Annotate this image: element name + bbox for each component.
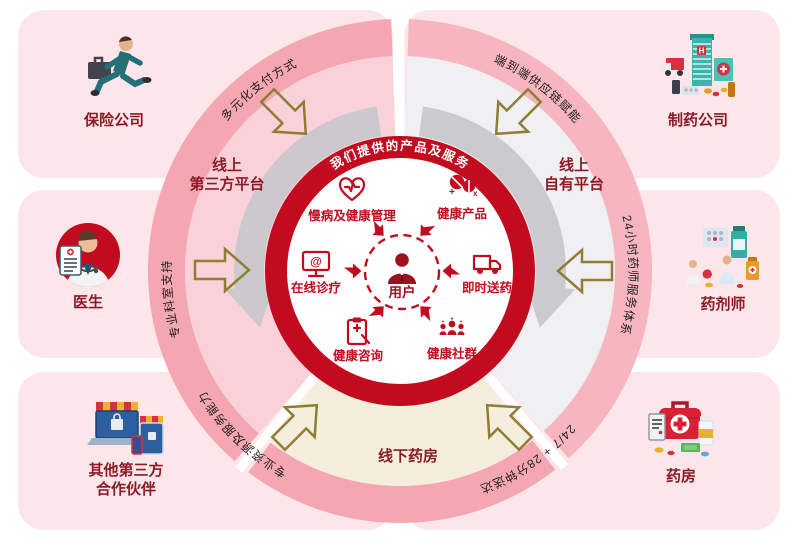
dashed-circle [363,233,441,311]
entity-doctor: 医生 [22,218,154,313]
partners-label-line1: 其他第三方 [88,462,164,479]
pharma-company-label: 制药公司 [667,112,728,129]
entity-partners: 其他第三方 合作伙伴 [60,394,192,500]
grey-flow-arrow-left [225,106,382,328]
pharmacist-label: 药剂师 [700,296,746,313]
segment-left-line1: 线上 [212,156,242,174]
heart-pulse-icon [338,177,366,202]
segment-label-third-party: 线上 第三方平台 [189,156,264,193]
service-label-online-diagnosis: 在线诊疗 [291,280,342,295]
segment-label-offline-pharmacy: 线下药房 [378,447,438,465]
svg-text:+: + [449,187,455,198]
service-label-health-community: 健康社群 [427,346,478,361]
pharmacy-icon [648,401,714,457]
entity-pharmacy: 药房 [615,396,747,487]
awning-tablet [140,416,163,423]
online-monitor-icon: @ [301,250,331,278]
svg-text:H: H [699,47,705,56]
pharmacist-icon [686,226,759,288]
user-icon [388,253,416,284]
user-label: 用户 [389,284,416,300]
svg-text:@: @ [310,255,322,269]
insurance-company-label: 保险公司 [83,112,144,129]
segment-label-own-platform: 线上 自有平台 [544,156,604,193]
user-center: 用户 [363,233,441,311]
band-right [407,19,653,459]
pharma-company-icon: H [662,34,735,97]
doctor-icon [56,223,120,287]
pharmacy-label: 药房 [665,468,696,485]
entity-pharmacist: 药剂师 [657,222,789,315]
delivery-truck-icon [472,254,502,274]
consult-clipboard-icon [346,317,371,346]
community-icon [439,317,465,335]
grey-flow-arrow-right [418,106,575,328]
band-left [147,19,393,462]
pills-icon: + x [449,174,478,198]
partners-icon [87,402,164,455]
partners-label-line2: 合作伙伴 [95,480,156,498]
service-label-chronic-care: 慢病及健康管理 [308,208,396,223]
band-bottom [248,440,556,524]
awning-laptop [96,402,138,411]
service-label-instant-delivery: 即时送药 [462,280,513,295]
segment-left-line2: 第三方平台 [189,175,264,193]
insurance-company-icon [88,36,152,96]
segment-right-line2: 自有平台 [544,175,604,193]
segment-right-line1: 线上 [559,156,589,174]
doctor-label: 医生 [72,294,103,311]
segment-gap-bottom-left [235,369,322,473]
service-label-health-products: 健康产品 [437,206,487,221]
svg-text:x: x [473,189,478,198]
entity-pharma-company: H 制药公司 [632,26,764,131]
service-label-health-consult: 健康咨询 [333,348,384,363]
segment-gap-bottom-right [480,367,569,470]
entity-insurance: 保险公司 [48,28,180,131]
